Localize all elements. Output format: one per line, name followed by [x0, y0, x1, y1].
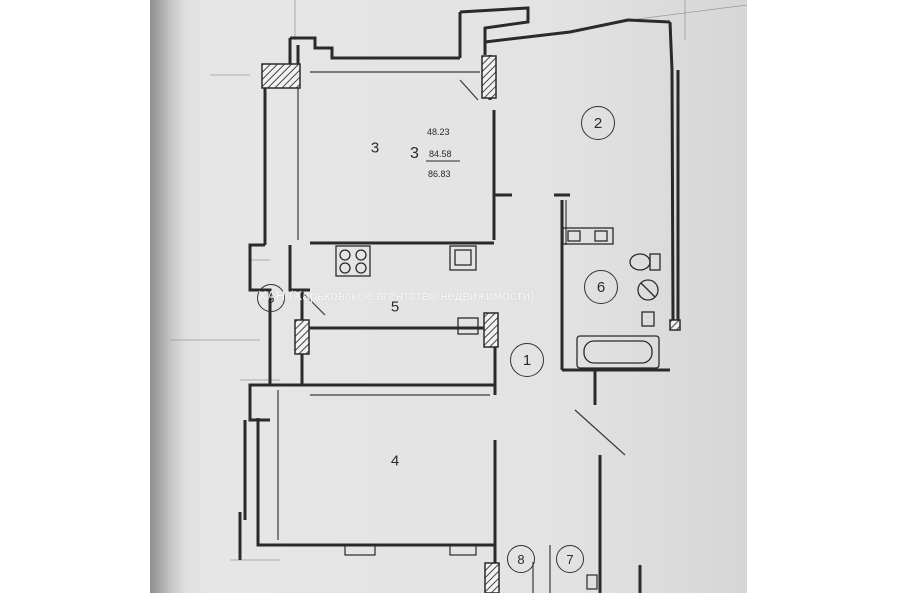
room-label-9: 9 — [257, 284, 285, 312]
room-label-6: 6 — [584, 270, 618, 304]
room-label-3: 3 — [370, 139, 380, 157]
hatched-columns — [261, 55, 681, 593]
apartment-number: 3 — [410, 145, 419, 162]
sink — [449, 245, 479, 335]
stove — [335, 245, 371, 277]
room-label-8: 8 — [507, 545, 535, 573]
thin-lines — [277, 71, 626, 593]
room-label-7: 7 — [556, 545, 584, 573]
page-shadow — [150, 0, 185, 593]
floor-plan-sheet: 3 2 1 4 5 6 7 8 9 3 48.23 84.58 86.83 — [150, 0, 747, 593]
floor-plan-drawing — [170, 0, 747, 593]
total-area: 84.58 — [429, 149, 452, 159]
faint-grid-lines — [170, 0, 747, 561]
bathroom-fixtures — [562, 227, 661, 369]
living-area: 48.23 — [427, 127, 450, 137]
room-label-1: 1 — [510, 343, 544, 377]
lower-fixtures — [344, 544, 598, 590]
room-label-4: 4 — [390, 452, 400, 470]
room-label-5: 5 — [390, 298, 400, 316]
total-area-with-balcony: 86.83 — [428, 169, 451, 179]
room-label-2: 2 — [581, 106, 615, 140]
agency-watermark: ХАН (Харьковское агентство недвижимости) — [258, 288, 535, 303]
